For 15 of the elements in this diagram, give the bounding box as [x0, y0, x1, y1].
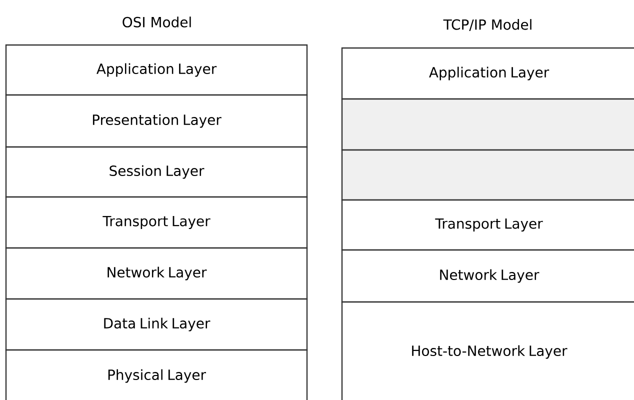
layer-box: Session Layer	[5, 146, 308, 198]
column-heading: OSI Model	[122, 16, 191, 28]
layer-box: Network Layer	[341, 249, 634, 303]
column-heading: TCP/IP Model	[443, 19, 532, 31]
empty-layer-box	[341, 98, 634, 151]
layer-box: Application Layer	[5, 44, 308, 96]
layer-box: Transport Layer	[5, 196, 308, 249]
layer-box: Data Link Layer	[5, 298, 308, 351]
layer-box: Network Layer	[5, 247, 308, 300]
empty-layer-box	[341, 149, 634, 201]
layer-box: Presentation Layer	[5, 94, 308, 148]
layer-box: Host-to-Network Layer	[341, 301, 634, 400]
layer-box: Application Layer	[341, 47, 634, 100]
layer-box: Transport Layer	[341, 199, 634, 251]
layer-box: Physical Layer	[5, 349, 308, 400]
